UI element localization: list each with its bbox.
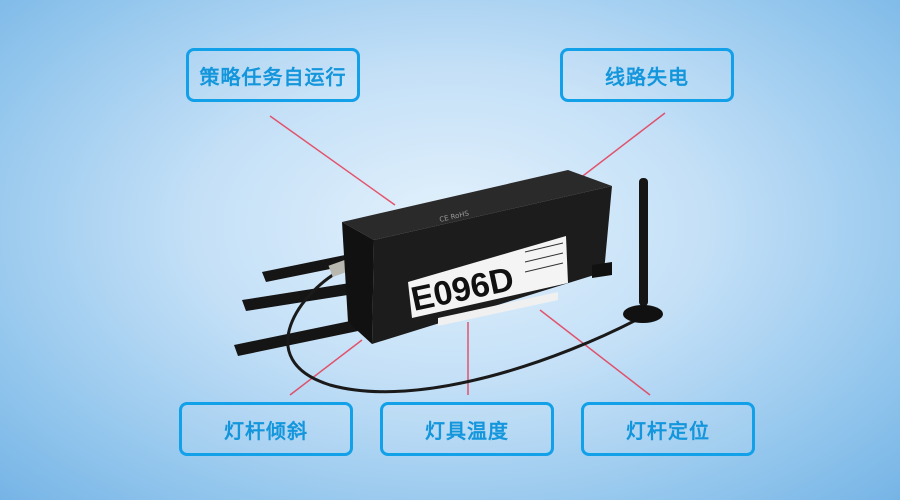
callout-pole-tilt: 灯杆倾斜 <box>179 402 353 456</box>
pointer-line-tilt <box>289 339 363 396</box>
antenna-stub-3 <box>234 320 358 356</box>
callout-power-loss: 线路失电 <box>560 48 734 102</box>
device-label <box>408 236 568 318</box>
pointer-line-location <box>539 309 651 396</box>
device-body: CE RoHS E096D <box>342 170 612 344</box>
pointer-line-strategy <box>269 115 396 206</box>
callout-strategy-task: 策略任务自运行 <box>186 48 360 102</box>
pointer-line-power <box>574 112 666 183</box>
callout-pole-location: 灯杆定位 <box>581 402 755 456</box>
antenna-stub-1 <box>262 255 350 282</box>
barcodes <box>524 242 564 273</box>
antenna-stubs <box>234 255 358 356</box>
callout-lamp-temperature: 灯具温度 <box>380 402 554 456</box>
antenna-cable <box>286 266 641 394</box>
magnetic-antenna <box>623 178 663 323</box>
antenna-stub-2 <box>242 283 354 311</box>
